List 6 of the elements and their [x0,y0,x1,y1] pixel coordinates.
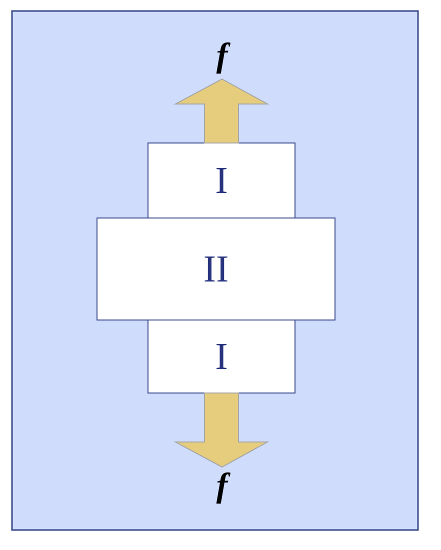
numeral-box: I [148,320,296,394]
block-arrow [174,78,270,144]
force-label: f [216,42,230,74]
block-arrow [174,392,270,468]
numeral-box: I [148,142,296,218]
force-label: f [216,472,230,504]
